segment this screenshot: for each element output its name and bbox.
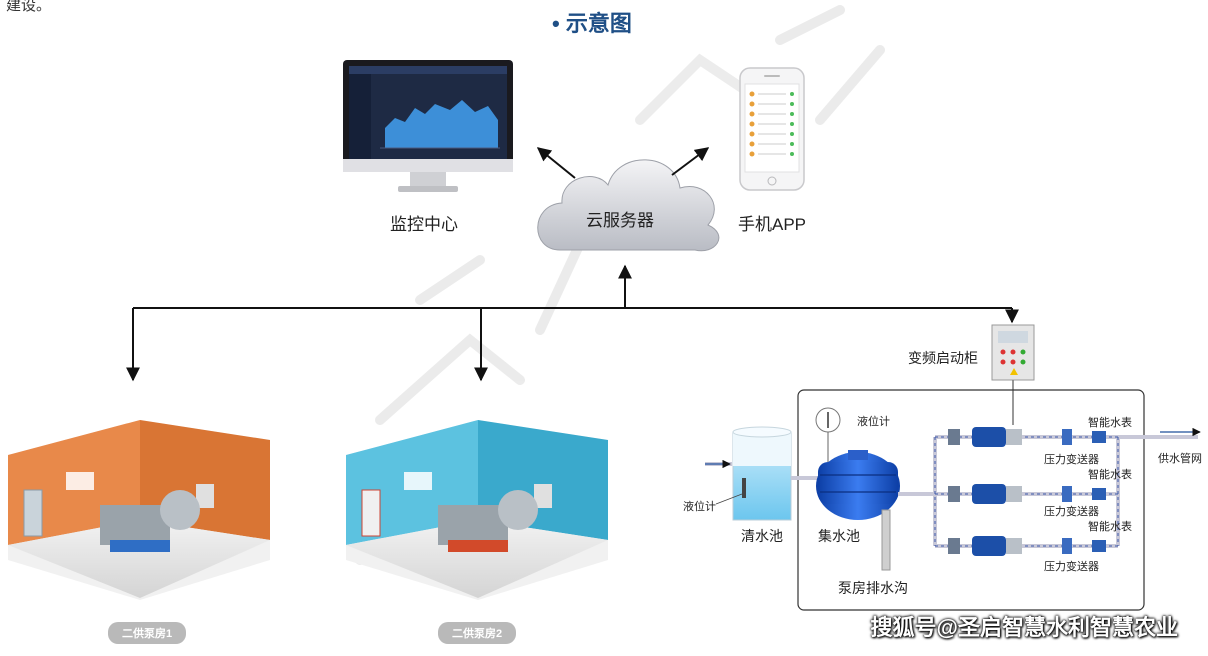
cloud-server-label: 云服务器 bbox=[586, 211, 654, 230]
level-meter-icon bbox=[815, 407, 841, 462]
footer-watermark: 搜狐号@圣启智慧水利智慧农业 bbox=[870, 615, 1178, 640]
sump-tank bbox=[816, 450, 900, 571]
vfd-cabinet-icon bbox=[991, 324, 1035, 425]
pump-room-1-badge: 二供泵房1 bbox=[108, 622, 187, 644]
network-lines bbox=[126, 264, 1019, 382]
pressure-transmitter-label-2: 压力变送器 bbox=[1044, 506, 1099, 518]
pressure-transmitter-label-1: 压力变送器 bbox=[1044, 454, 1099, 466]
diagram-title: • 示意图 bbox=[552, 11, 632, 36]
mobile-app-label: 手机APP bbox=[738, 215, 807, 234]
pump-set-1 bbox=[948, 427, 1106, 447]
arrow-to-monitor bbox=[536, 147, 576, 179]
clear-water-tank bbox=[732, 426, 792, 521]
sump-label: 集水池 bbox=[818, 528, 860, 544]
level-meter-leader-1 bbox=[715, 493, 743, 505]
pump-set-3 bbox=[948, 536, 1106, 556]
monitor-center-label: 监控中心 bbox=[390, 215, 458, 234]
supply-network-label: 供水管网 bbox=[1158, 453, 1202, 465]
pump-room-1-illustration bbox=[8, 420, 270, 600]
arrow-to-phone bbox=[671, 147, 710, 176]
vfd-cabinet-label: 变频启动柜 bbox=[908, 350, 978, 366]
pump-room-2-illustration bbox=[346, 420, 608, 600]
pressure-transmitter-label-3: 压力变送器 bbox=[1044, 561, 1099, 573]
water-system-frame bbox=[797, 389, 1145, 611]
tank-level-meter-label: 液位计 bbox=[683, 501, 716, 513]
smart-meter-label-2: 智能水表 bbox=[1088, 469, 1132, 481]
smart-meter-label-1: 智能水表 bbox=[1088, 417, 1132, 429]
pump-set-2 bbox=[948, 484, 1106, 504]
sump-level-meter-label: 液位计 bbox=[857, 416, 890, 428]
pump-room-2-badge: 二供泵房2 bbox=[438, 622, 517, 644]
top-text-fragment: 建设。 bbox=[6, 0, 52, 14]
drain-label: 泵房排水沟 bbox=[838, 580, 908, 596]
pump-manifold bbox=[898, 435, 1198, 548]
cloud-icon bbox=[537, 159, 720, 252]
monitor-icon bbox=[343, 60, 513, 192]
smart-meter-label-3: 智能水表 bbox=[1088, 521, 1132, 533]
phone-icon bbox=[739, 67, 805, 191]
clear-tank-label: 清水池 bbox=[741, 528, 783, 544]
